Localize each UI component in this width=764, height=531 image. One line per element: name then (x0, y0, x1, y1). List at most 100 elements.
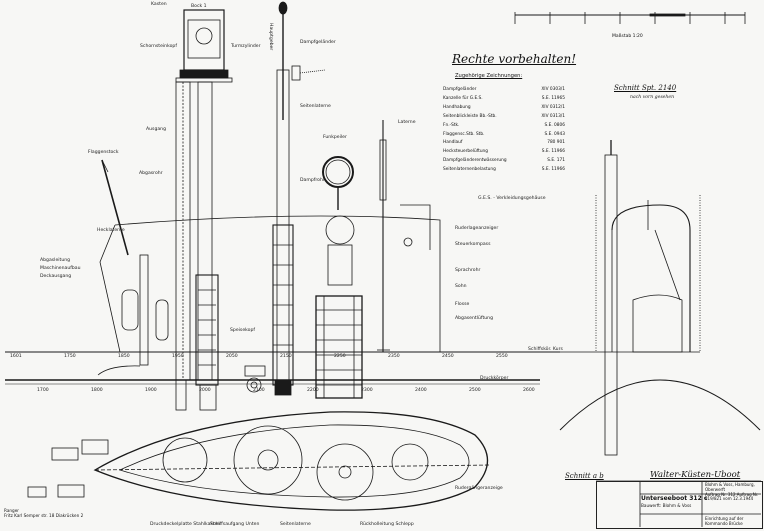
drawing-number: S.E. 0806 (544, 122, 565, 128)
label-laterne: Laterne (398, 120, 416, 125)
drawing-name: Handhabung (443, 104, 471, 110)
frame-number: 2050 (226, 354, 238, 359)
label-turmzylinder: Turmzylinder (231, 44, 261, 49)
mast-column (272, 1, 326, 396)
seitenlaterne-mast (377, 120, 431, 352)
label-abgasrohr: Abgasrohr (139, 171, 163, 176)
section-note: nach vorn gesehen (630, 95, 675, 100)
label-abgasleitung: Abgasleitung (40, 258, 71, 263)
drawing-number: S.E. 0943 (544, 131, 565, 137)
frame-number: 2100 (253, 388, 265, 393)
title-block-sub: Bauwerft: Blohm & Voss (641, 503, 692, 508)
frame-number: 2350 (388, 354, 400, 359)
drawing-list-row: Hecksteuerbelüftung S.E. 11966 (443, 148, 565, 157)
label-sohn: Sohn (455, 284, 467, 289)
drawing-list-row: Kanzelle für G.E.S. S.E. 11965 (443, 95, 565, 104)
label-flosse: Flosse (455, 302, 470, 307)
drawing-name: Handlauf (443, 140, 463, 146)
rights-reserved-title: Rechte vorbehalten! (452, 52, 577, 66)
drawing-name: Dampfgeländer (443, 87, 477, 92)
hull-plan-view (27, 411, 491, 511)
drawing-list-row: Handlauf 780 901 (443, 139, 565, 148)
label-deckausgang: Deckausgang (40, 274, 72, 279)
frame-number: 1900 (145, 388, 157, 393)
label-kasten: Kasten (151, 2, 167, 7)
boat-title: Walter-Küsten-Uboot (650, 470, 741, 480)
drawing-number: 780 901 (547, 140, 565, 146)
label-ruderlage: Ruderlageanzeiger (455, 226, 499, 231)
drawing-number: S.E. 171 (547, 158, 565, 164)
scale-label: Maßstab 1:20 (612, 34, 643, 39)
frame-number: 2300 (361, 388, 373, 393)
title-block-yard: Blohm & Voss, Hamburg, Oberwerft Auftrag… (705, 482, 759, 502)
label-maschinenaufbau: Maschinenaufbau (40, 266, 81, 271)
label-ges: G.E.S. - Verkleidungsgehäuse (478, 196, 546, 201)
drawing-number: XIV 0312/1 (541, 104, 565, 110)
drawing-list-row: Seitenblickleiste Bb.-Stb. XIV 0313/1 (443, 113, 565, 122)
schornsteinkopf (175, 9, 233, 83)
frame-number: 1700 (37, 388, 49, 393)
frame-number: 2250 (334, 354, 346, 359)
label-dampfgelaender: Dampfgeländer (300, 40, 336, 45)
label-bock: Bock 1 (191, 4, 207, 9)
drawing-list-row: Handhabung XIV 0312/1 (443, 104, 565, 113)
label-seitenlaterne-plan: Seitenlaterne (280, 522, 311, 527)
section-spt-2140 (559, 140, 761, 456)
label-flaggenstock: Flaggenstock (88, 150, 119, 155)
label-schornsteinkopf: Schornsteinkopf (140, 44, 177, 49)
title-block-boat: Unterseeboot 312 c (641, 495, 708, 502)
drawing-name: Seitenblickleiste Bb.-Stb. (443, 113, 497, 119)
label-wrack: Schiffskör. Kurs (528, 347, 563, 352)
frame-number: 1601 (10, 354, 22, 359)
frame-number: 1950 (172, 354, 184, 359)
frame-number: 2450 (442, 354, 454, 359)
drawing-name: Kanzelle für G.E.S. (443, 95, 483, 101)
frame-number: 1800 (91, 388, 103, 393)
drawing-number: XIV 0303/1 (541, 87, 565, 92)
drawing-number: S.E. 11966 (541, 167, 565, 173)
label-dampfrohr: Dampfrohr (300, 178, 325, 183)
frame-number: 2600 (523, 388, 535, 393)
drawing-number: XIV 0313/1 (541, 113, 565, 119)
label-druckkoerper: Druckkörper (480, 376, 509, 381)
label-steuerkompass: Steuerkompass (455, 242, 491, 247)
drawing-name: Fn.-Stk. (443, 122, 460, 128)
title-block: Unterseeboot 312 c Bauwerft: Blohm & Vos… (596, 481, 763, 529)
label-funkpeiler: Funkpeiler (323, 135, 347, 140)
frame-number: 2000 (199, 388, 211, 393)
drawing-number: S.E. 11966 (541, 149, 565, 155)
frame-number: 2200 (307, 388, 319, 393)
label-ausgang: Ausgang (146, 127, 167, 132)
owner-stamp: Ranger Fritz Karl Semper str. 18 Diakrüc… (4, 508, 84, 519)
scale-bar (514, 12, 746, 24)
drawing-name: Hecksteuerbelüftung (443, 149, 489, 155)
label-hecklaterne: Hecklaterne (97, 228, 125, 233)
label-abgasentlueftung: Abgasentlüftung (455, 316, 493, 321)
label-schiffsaufgang: Schiffsaufgang Unten (210, 522, 260, 527)
frame-number: 2400 (415, 388, 427, 393)
drawing-list-row: Fn.-Stk. S.E. 0806 (443, 122, 565, 131)
main-column (175, 81, 219, 411)
label-speisekopf: Speisekopf (230, 328, 255, 333)
frame-number: 2550 (496, 354, 508, 359)
flaggenstock (101, 159, 129, 256)
label-rudergaenger: Rudergängeranzeige (455, 486, 503, 491)
section-title-spt: Schnitt Spt. 2140 (614, 84, 677, 92)
deck-lines (5, 215, 560, 385)
frame-number: 1750 (64, 354, 76, 359)
frame-number: 2500 (469, 388, 481, 393)
label-hauptgeber: Hauptgeber (268, 23, 273, 51)
label-seitenlaterne: Seitenlaterne (300, 104, 331, 109)
label-rueckholleitung: Rückholleitung Schlepp (360, 522, 414, 527)
drawing-name: Flaggensc.Stb. Stb. (443, 131, 485, 137)
drawing-list-row: Dampfgeländer XIV 0303/1 (443, 86, 565, 95)
frame-number: 1850 (118, 354, 130, 359)
drawing-number: S.E. 11965 (541, 95, 565, 101)
left-equipment (97, 254, 266, 393)
label-druckdeckel: Druckdeckelplatte Stahlkasten (150, 522, 221, 527)
